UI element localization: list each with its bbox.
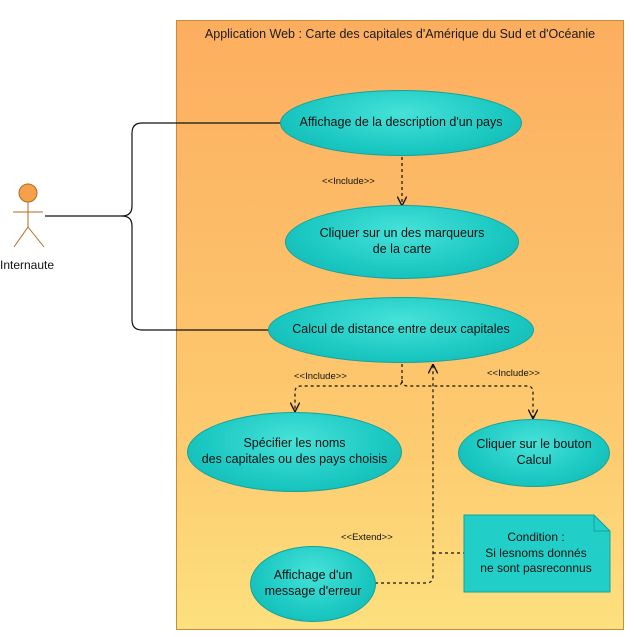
use-case-names: Spécifier les noms des capitales ou des … (187, 412, 402, 492)
include-label: <<Include>> (294, 371, 347, 382)
use-case-markers: Cliquer sur un des marqueurs de la carte (285, 205, 519, 279)
include-label: <<Include>> (322, 176, 375, 187)
include-arrow (295, 364, 403, 411)
use-case-error: Affichage d'un message d'erreur (250, 546, 376, 622)
actor-figure (13, 183, 45, 248)
condition-note-text: Condition : Si lesnoms donnés ne sont pa… (480, 530, 592, 576)
association-line (45, 122, 282, 217)
use-case-description: Affichage de la description d'un pays (280, 90, 522, 156)
use-case-distance: Calcul de distance entre deux capitales (268, 297, 534, 363)
actor-label: Internaute (0, 258, 55, 272)
association-line (121, 215, 272, 331)
extend-label: <<Extend>> (341, 532, 393, 543)
include-arrow (401, 379, 533, 418)
extend-arrow (375, 365, 433, 584)
include-label: <<Include>> (487, 368, 540, 379)
use-case-button: Cliquer sur le bouton Calcul (458, 419, 610, 487)
system-title: Application Web : Carte des capitales d'… (204, 27, 596, 41)
condition-note-shape (463, 514, 611, 593)
